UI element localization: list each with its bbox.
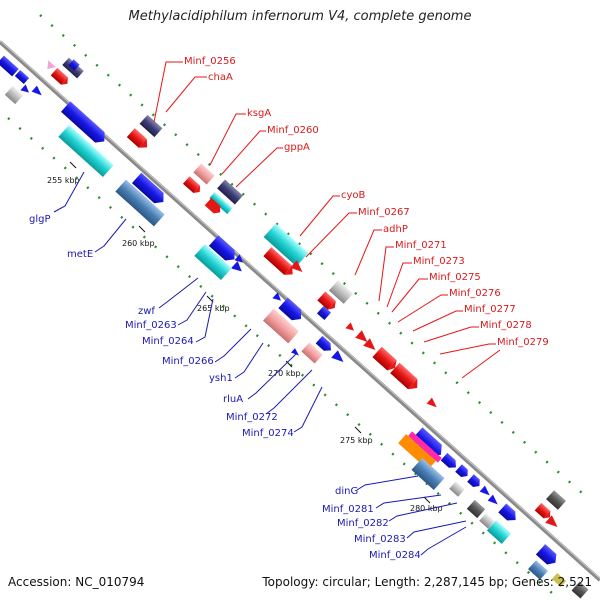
gene-label-minf-0282: Minf_0282: [337, 518, 389, 529]
gene-label-ksga: ksgA: [247, 108, 271, 119]
gene-label-minf-0256: Minf_0256: [184, 56, 236, 67]
gene-label-minf-0271: Minf_0271: [395, 240, 447, 251]
gene-label-minf-0284: Minf_0284: [369, 550, 421, 561]
gene-label-minf-0279: Minf_0279: [497, 337, 549, 348]
gc-track-upper: [39, 14, 591, 501]
reverse-strand-genes: [0, 55, 589, 599]
gene-label-minf-0272: Minf_0272: [226, 412, 278, 423]
gene-label-minf-0264: Minf_0264: [142, 336, 194, 347]
gene-label-gppa: gppA: [284, 142, 310, 153]
tick-label-260: 260 kbp: [122, 239, 155, 248]
map-title: Methylacidiphilum infernorum V4, complet…: [128, 9, 472, 24]
gene-label-minf-0267: Minf_0267: [358, 207, 410, 218]
tick-label-255: 255 kbp: [47, 176, 80, 185]
gene-label-chaa: chaA: [208, 72, 233, 83]
gene-label-minf-0283: Minf_0283: [354, 534, 406, 545]
gene-label-minf-0281: Minf_0281: [322, 504, 374, 515]
tick-label-275: 275 kbp: [340, 436, 373, 445]
tick-label-265: 265 kbp: [197, 304, 230, 313]
gene-label-cyob: cyoB: [341, 190, 366, 201]
gene-label-minf-0273: Minf_0273: [413, 256, 465, 267]
gene-label-mete: metE: [67, 249, 93, 260]
gene-label-ysh1: ysh1: [209, 373, 233, 384]
gene-label-minf-0275: Minf_0275: [429, 272, 481, 283]
tick-label-280: 280 kbp: [410, 504, 443, 513]
top-gene-labels: Minf_0256 chaA ksgA Minf_0260 gppA cyoB …: [184, 56, 549, 348]
gene-label-ding: dinG: [335, 486, 358, 497]
gene-label-minf-0274: Minf_0274: [242, 428, 294, 439]
tick-marks: [69, 161, 431, 504]
gene-label-minf-0263: Minf_0263: [125, 320, 177, 331]
gene-label-minf-0278: Minf_0278: [480, 320, 532, 331]
gene-label-adhp: adhP: [383, 224, 408, 235]
gene-label-minf-0260: Minf_0260: [267, 125, 319, 136]
bottom-gene-labels: glgP metE zwf Minf_0263 Minf_0264 Minf_0…: [29, 214, 421, 561]
gene-label-minf-0276: Minf_0276: [449, 288, 501, 299]
forward-strand-genes: [47, 57, 566, 528]
topology-text: Topology: circular; Length: 2,287,145 bp…: [262, 575, 592, 589]
bottom-leader-lines: [53, 171, 467, 556]
accession-text: Accession: NC_010794: [8, 575, 145, 589]
top-leader-lines: [153, 61, 501, 379]
tick-label-270: 270 kbp: [268, 369, 301, 378]
gc-track-lower: [7, 117, 561, 600]
gene-label-minf-0266: Minf_0266: [162, 356, 214, 367]
gene-label-glgp: glgP: [29, 214, 51, 225]
gene-label-slua: rluA: [223, 394, 243, 405]
gene-label-zwf: zwf: [138, 306, 155, 317]
gene-label-minf-0277: Minf_0277: [464, 304, 516, 315]
